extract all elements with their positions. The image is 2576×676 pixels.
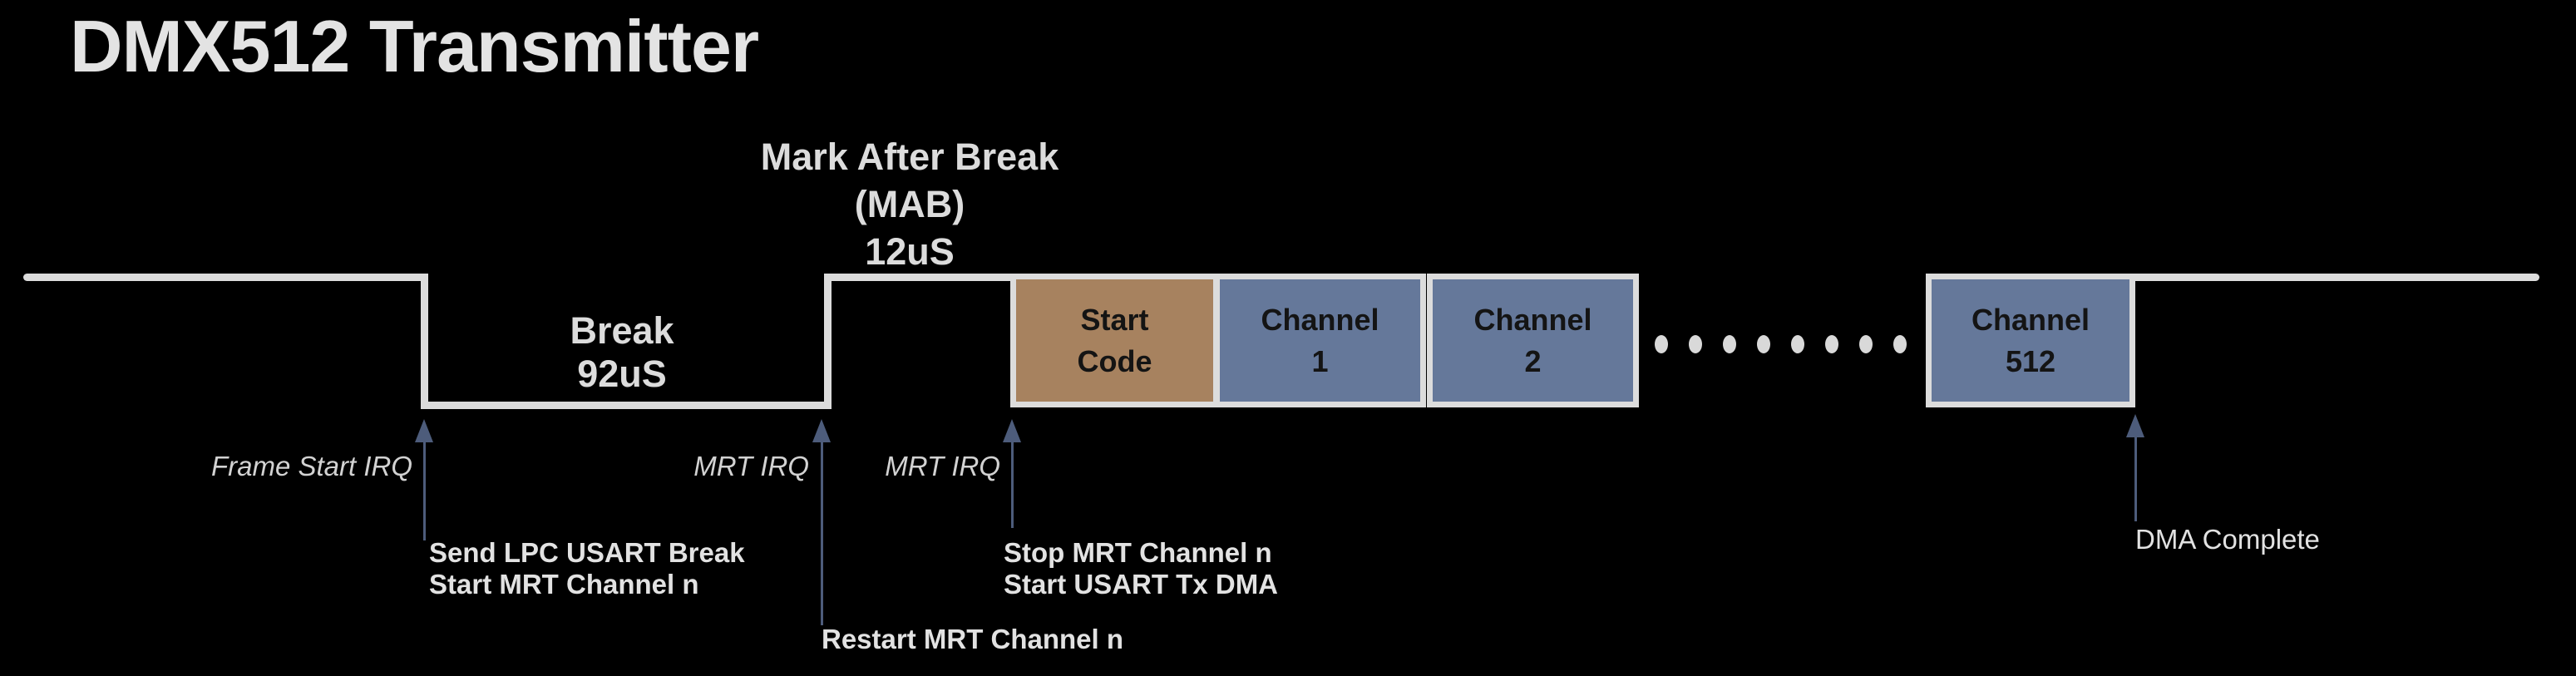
send-lpc-annotation: Send LPC USART Break Start MRT Channel n (429, 537, 745, 600)
mab-label-line3: 12uS (865, 230, 955, 273)
mab-label-line1: Mark After Break (760, 136, 1059, 178)
ellipsis-dot (1723, 335, 1736, 353)
slot-channel-1-line1: Channel (1261, 302, 1379, 337)
slot-channel-512: Channel 512 (1926, 274, 2135, 407)
slot-channel-512-line2: 512 (2005, 343, 2056, 378)
ellipsis-dots (1655, 335, 1907, 353)
arrow-up-icon (812, 419, 831, 442)
send-lpc-annotation-line1: Send LPC USART Break (429, 537, 745, 568)
mrt-irq-1-arrow (812, 419, 831, 625)
waveform-falling-edge (421, 274, 428, 409)
slot-channel-2-line1: Channel (1473, 302, 1592, 337)
mrt-irq-2-label: MRT IRQ (885, 451, 1000, 481)
dma-complete-annotation: DMA Complete (2135, 524, 2320, 555)
ellipsis-dot (1655, 335, 1668, 353)
dma-complete-arrow (2126, 414, 2144, 521)
stop-start-annotation-line1: Stop MRT Channel n (1004, 537, 1272, 568)
slot-channel-512-line1: Channel (1971, 302, 2090, 337)
ellipsis-dot (1757, 335, 1770, 353)
slot-start-code: Start Code (1010, 274, 1219, 407)
ellipsis-dot (1893, 335, 1907, 353)
mab-label: Mark After Break (MAB) 12uS (743, 133, 1076, 275)
waveform-break-low-line (421, 402, 832, 409)
break-label-line2: 92uS (577, 353, 667, 395)
waveform-high-line-left (23, 274, 428, 281)
slot-start-code-line1: Start (1080, 302, 1149, 337)
stop-start-annotation: Stop MRT Channel n Start USART Tx DMA (1004, 537, 1278, 600)
waveform-mab-top-line (824, 274, 1018, 281)
stop-start-annotation-line2: Start USART Tx DMA (1004, 569, 1279, 600)
arrow-up-icon (2126, 414, 2144, 437)
arrow-up-icon (415, 419, 433, 442)
frame-start-irq-label: Frame Start IRQ (210, 451, 412, 481)
waveform-high-line-right (2128, 274, 2539, 281)
frame-start-irq-arrow (415, 419, 433, 540)
break-label: Break 92uS (464, 309, 780, 396)
ellipsis-dot (1859, 335, 1873, 353)
arrow-up-icon (1003, 419, 1021, 442)
ellipsis-dot (1825, 335, 1838, 353)
page-title: DMX512 Transmitter (70, 5, 759, 87)
ellipsis-dot (1791, 335, 1804, 353)
ellipsis-dot (1689, 335, 1702, 353)
mab-label-line2: (MAB) (854, 183, 965, 225)
mrt-irq-1-label: MRT IRQ (693, 451, 809, 481)
waveform-rising-edge (824, 274, 832, 409)
slot-channel-2-line2: 2 (1524, 343, 1542, 378)
slot-channel-2: Channel 2 (1427, 274, 1639, 407)
restart-mrt-annotation: Restart MRT Channel n (822, 624, 1124, 654)
slot-channel-1-line2: 1 (1311, 343, 1329, 378)
mrt-irq-2-arrow (1003, 419, 1021, 528)
slot-channel-1: Channel 1 (1214, 274, 1426, 407)
break-label-line1: Break (570, 309, 674, 352)
slot-start-code-line2: Code (1077, 343, 1152, 378)
send-lpc-annotation-line2: Start MRT Channel n (429, 569, 699, 600)
